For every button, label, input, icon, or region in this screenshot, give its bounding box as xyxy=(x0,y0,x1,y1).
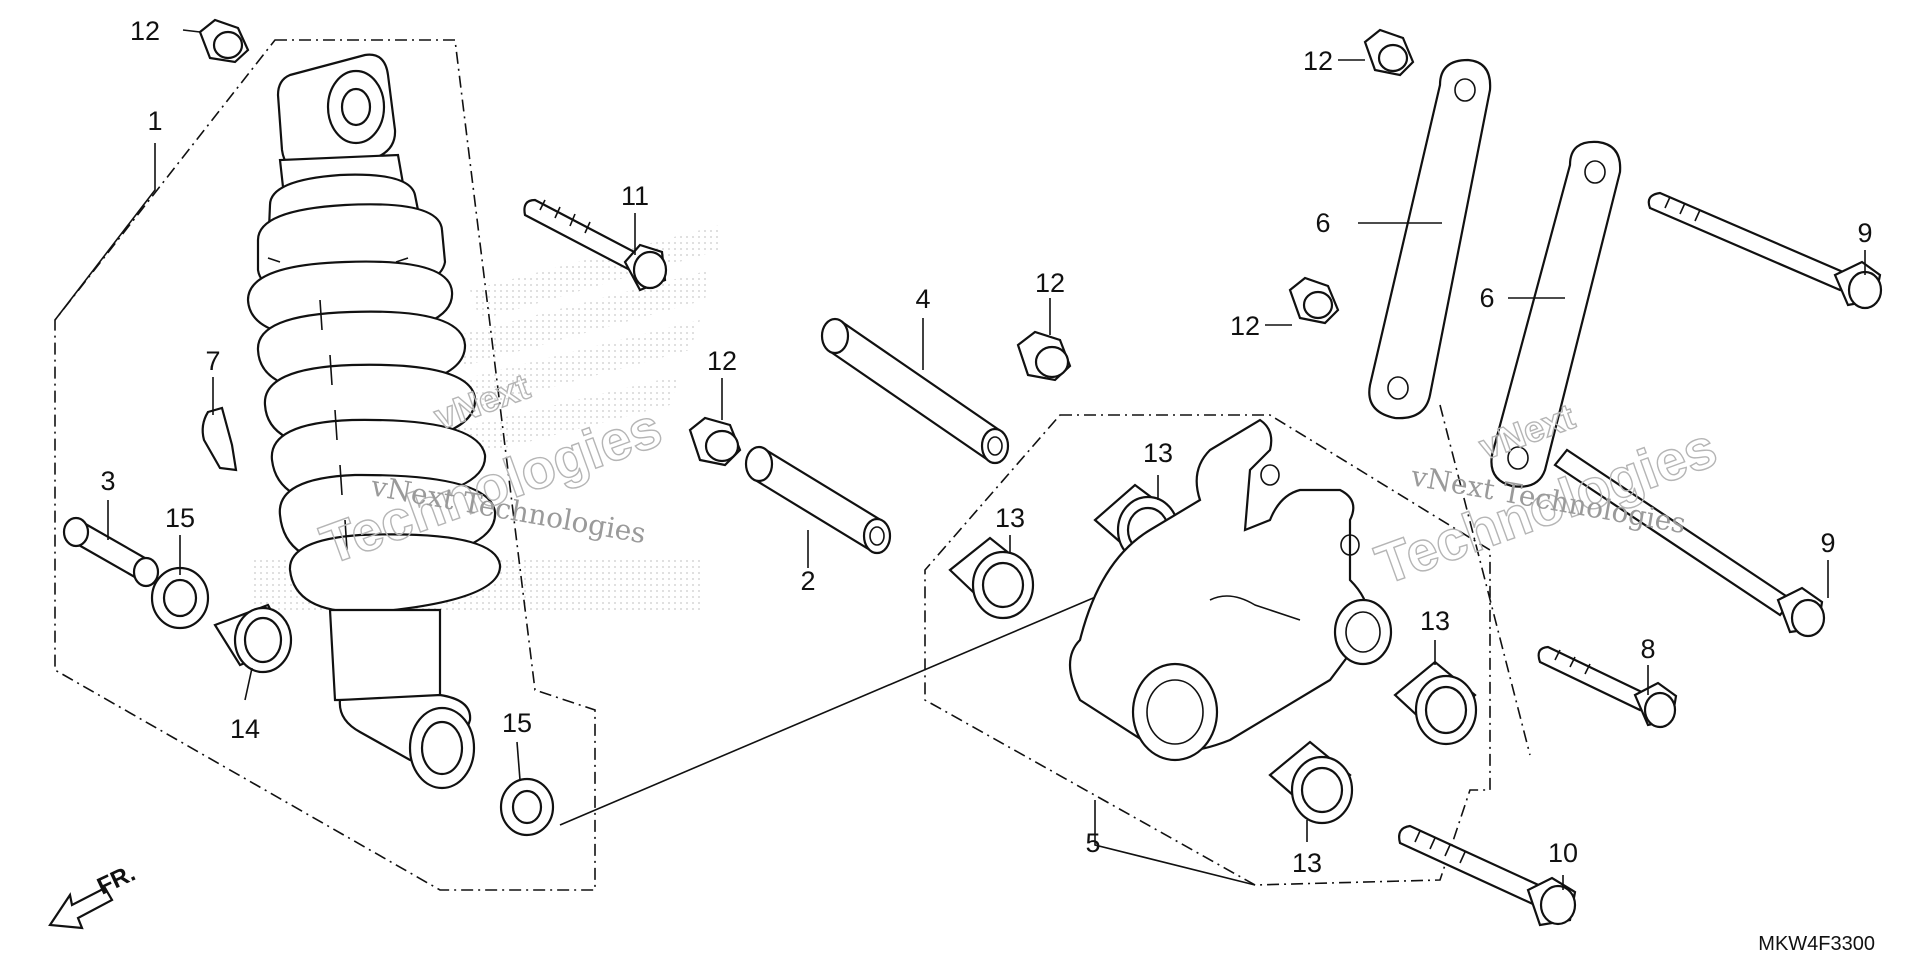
part-13-bearing-c xyxy=(1393,660,1478,746)
part-13-bearing-d xyxy=(1268,740,1354,825)
part-6-link-plate-b xyxy=(1490,140,1622,488)
callout-2: 2 xyxy=(800,566,815,596)
leader-lines xyxy=(54,29,1866,890)
callout-10: 10 xyxy=(1548,838,1578,868)
front-direction-indicator: FR. xyxy=(48,860,140,930)
callout-8: 8 xyxy=(1640,634,1655,664)
callout-12b: 12 xyxy=(707,346,737,376)
part-8-bolt xyxy=(1537,645,1678,729)
callout-9b: 9 xyxy=(1820,528,1835,558)
callout-numbers: 1 2 3 4 5 6 6 7 8 9 9 10 11 12 12 12 12 … xyxy=(100,16,1872,878)
part-12-nut-a xyxy=(198,18,250,64)
callout-12e: 12 xyxy=(1230,311,1260,341)
part-12-nut-d xyxy=(1363,28,1415,77)
callout-13c: 13 xyxy=(1420,606,1450,636)
part-12-nut-b xyxy=(688,416,742,467)
callout-14: 14 xyxy=(230,714,260,744)
callout-7: 7 xyxy=(205,346,220,376)
part-3-collar xyxy=(62,516,160,588)
callout-15b: 15 xyxy=(502,708,532,738)
callout-5: 5 xyxy=(1085,828,1100,858)
callout-6a: 6 xyxy=(1315,208,1330,238)
link-assembly-boundary xyxy=(924,414,1491,886)
front-arrow-icon xyxy=(48,886,114,930)
callout-4: 4 xyxy=(915,284,930,314)
part-14-bearing xyxy=(213,603,293,674)
callout-12a: 12 xyxy=(130,16,160,46)
part-5-cushion-link xyxy=(1069,418,1393,762)
callout-13a: 13 xyxy=(1143,438,1173,468)
part-13-bearing-b xyxy=(948,536,1035,620)
callout-3: 3 xyxy=(100,466,115,496)
part-6-link-plate-a xyxy=(1368,58,1492,420)
part-15-seal-right xyxy=(499,777,555,837)
callout-12c: 12 xyxy=(1035,268,1065,298)
part-9-bolt-upper xyxy=(1647,191,1883,310)
callout-12d: 12 xyxy=(1303,46,1333,76)
part-7-label xyxy=(201,406,238,472)
part-4-collar xyxy=(820,317,1010,465)
watermark-right: vNext Technologies vNext Technologies xyxy=(1367,395,1725,597)
part-15-seal-left xyxy=(150,566,210,630)
part-2-collar xyxy=(744,445,892,555)
part-12-nut-e xyxy=(1288,276,1340,325)
callout-11: 11 xyxy=(621,181,649,211)
callout-13d: 13 xyxy=(1292,848,1322,878)
callout-1: 1 xyxy=(147,106,162,136)
part-9-bolt-lower xyxy=(1553,448,1826,638)
callout-15a: 15 xyxy=(165,503,195,533)
callout-6b: 6 xyxy=(1479,283,1494,313)
callout-13b: 13 xyxy=(995,503,1025,533)
diagram-code: MKW4F3300 xyxy=(1758,933,1875,955)
part-11-bolt xyxy=(523,198,668,292)
shock-absorber xyxy=(246,53,502,790)
part-12-nut-c xyxy=(1016,330,1072,382)
callout-9a: 9 xyxy=(1857,218,1872,248)
